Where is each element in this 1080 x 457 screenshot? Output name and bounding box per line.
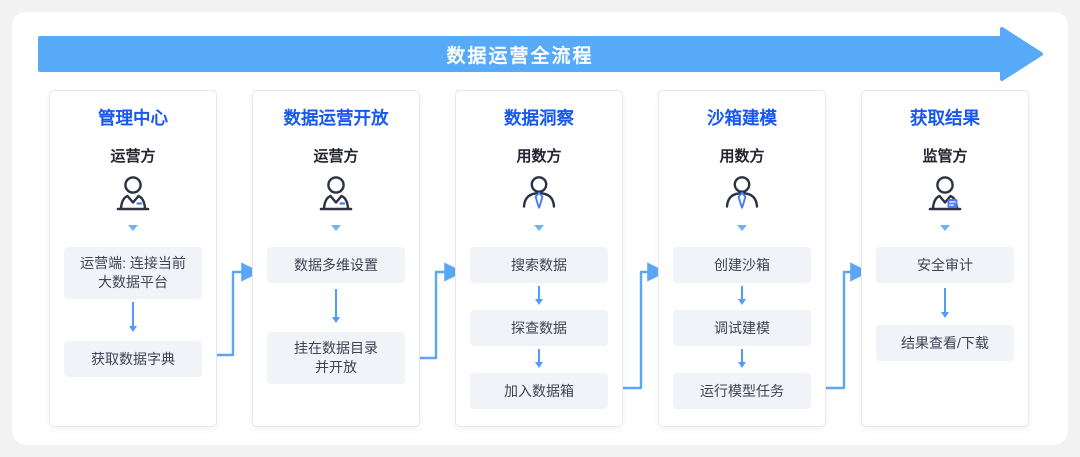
step-box: 运行模型任务 — [673, 373, 811, 409]
down-arrow-icon — [132, 302, 134, 326]
down-arrow-icon — [538, 286, 540, 299]
step-box: 数据多维设置 — [267, 247, 405, 283]
step-box: 加入数据箱 — [470, 373, 608, 409]
card-steps: 搜索数据 探查数据 加入数据箱 — [470, 247, 608, 409]
operator-person-icon — [314, 175, 358, 219]
regulator-person-icon — [923, 175, 967, 219]
card-title: 数据洞察 — [504, 108, 574, 128]
step-box: 挂在数据目录 并开放 — [267, 332, 405, 384]
down-arrow-icon — [741, 286, 743, 299]
card-title: 沙箱建模 — [707, 108, 777, 128]
caret-down-icon — [534, 225, 544, 231]
card-role: 运营方 — [313, 148, 359, 165]
down-arrow-icon — [741, 349, 743, 362]
card-title: 数据运营开放 — [283, 108, 389, 128]
banner-title: 数据运营全流程 — [446, 46, 594, 67]
step-box: 创建沙箱 — [673, 247, 811, 283]
card-title: 获取结果 — [910, 108, 980, 128]
operator-person-icon — [111, 175, 155, 219]
card-role: 运营方 — [110, 148, 156, 165]
card-role: 用数方 — [719, 148, 765, 165]
card-steps: 运营端: 连接当前 大数据平台 获取数据字典 — [64, 247, 202, 377]
step-box: 调试建模 — [673, 310, 811, 346]
step-box: 安全审计 — [876, 247, 1014, 283]
down-arrow-icon — [335, 289, 337, 317]
down-arrow-icon — [538, 349, 540, 362]
step-box: 搜索数据 — [470, 247, 608, 283]
card-get-results: 获取结果 监管方 安全审计 结果查看/下载 — [861, 90, 1029, 427]
card-data-operation-open: 数据运营开放 运营方 数据多维设置 挂在数据目录 并开放 — [252, 90, 420, 427]
caret-down-icon — [331, 225, 341, 231]
step-box: 探查数据 — [470, 310, 608, 346]
step-box: 结果查看/下载 — [876, 325, 1014, 361]
data-user-person-icon — [720, 175, 764, 219]
caret-down-icon — [737, 225, 747, 231]
card-data-insight: 数据洞察 用数方 搜索数据 探查数据 加入数据箱 — [455, 90, 623, 427]
data-user-person-icon — [517, 175, 561, 219]
step-box: 获取数据字典 — [64, 341, 202, 377]
card-steps: 安全审计 结果查看/下载 — [876, 247, 1014, 361]
card-steps: 数据多维设置 挂在数据目录 并开放 — [267, 247, 405, 384]
card-title: 管理中心 — [98, 108, 168, 128]
caret-down-icon — [940, 225, 950, 231]
card-steps: 创建沙箱 调试建模 运行模型任务 — [673, 247, 811, 409]
step-box: 运营端: 连接当前 大数据平台 — [64, 247, 202, 299]
down-arrow-icon — [944, 288, 946, 312]
card-role: 用数方 — [516, 148, 562, 165]
card-management-center: 管理中心 运营方 运营端: 连接当前 大数据平台 获取数据字典 — [49, 90, 217, 427]
card-sandbox-modeling: 沙箱建模 用数方 创建沙箱 调试建模 运行模型任务 — [658, 90, 826, 427]
card-role: 监管方 — [922, 148, 968, 165]
caret-down-icon — [128, 225, 138, 231]
